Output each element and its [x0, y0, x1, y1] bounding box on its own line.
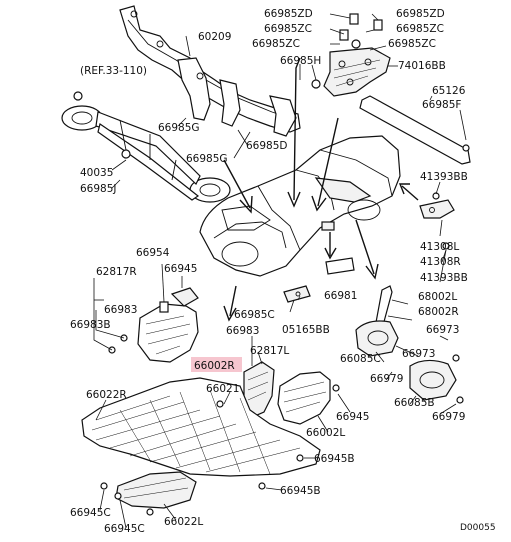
label-66983-1: 66983 [104, 304, 137, 316]
label-68002l: 68002L [418, 291, 457, 303]
label-ref: (REF.33-110) [80, 65, 147, 77]
label-66954: 66954 [136, 247, 170, 259]
label-41308l: 41308L [420, 241, 459, 253]
splash-guard-66002l [277, 371, 331, 425]
label-66983-2: 66983 [226, 325, 259, 337]
shield-66085c [355, 320, 399, 357]
diagram-code: D00055 [460, 523, 496, 533]
label-66985zc-3: 66985ZC [252, 38, 300, 50]
label-66945-2: 66945 [336, 411, 369, 423]
label-66945b-1: 66945B [314, 453, 355, 465]
label-66945-1: 66945 [164, 263, 197, 275]
label-66979-1: 66979 [370, 373, 403, 385]
car-body-illustration [199, 135, 401, 277]
leader-lines [93, 13, 467, 529]
label-66983b: 66983B [70, 319, 111, 331]
fasteners-lower [100, 384, 340, 516]
label-41393bb-1: 41393BB [420, 171, 468, 183]
label-41308r: 41308R [420, 256, 461, 268]
label-74016bb: 74016BB [398, 60, 446, 72]
label-66985d: 66985D [246, 140, 288, 152]
label-66981: 66981 [324, 290, 357, 302]
shield-66085b [409, 354, 464, 404]
label-66985zd: 66985ZD [264, 8, 313, 20]
label-62817r: 62817R [96, 266, 137, 278]
label-66085b: 66085B [394, 397, 435, 409]
label-66022r: 66022R [86, 389, 127, 401]
highlight-66002r [191, 357, 242, 372]
label-66985c: 66985C [234, 309, 275, 321]
label-66979-2: 66979 [432, 411, 465, 423]
label-66945b-2: 66945B [280, 485, 321, 497]
bar-65126 [359, 95, 471, 165]
block-66981 [325, 257, 355, 275]
label-66085c: 66085C [340, 353, 381, 365]
label-66973-1: 66973 [426, 324, 459, 336]
panel-66022l [115, 471, 197, 509]
splash-guard-66002r [108, 301, 199, 363]
label-66985zc-1: 66985ZC [264, 23, 312, 35]
label-41393bb-2: 41393BB [420, 272, 468, 284]
label-66002l: 66002L [306, 427, 345, 439]
label-68002r: 68002R [418, 306, 459, 318]
label-60209: 60209 [198, 31, 231, 43]
label-66985zc-2: 66985ZC [396, 23, 444, 35]
label-40035: 40035 [80, 167, 113, 179]
label-65126: 65126 [432, 85, 466, 97]
label-66021: 66021 [206, 383, 239, 395]
label-66985h: 66985H [280, 55, 321, 67]
label-05165bb: 05165BB [282, 324, 330, 336]
cover-62817r [170, 287, 199, 307]
label-66985g-1: 66985G [158, 122, 200, 134]
label-66985zd-right: 66985ZD [396, 8, 445, 20]
bracket-05165bb [283, 285, 311, 303]
bracket-74016bb [323, 47, 391, 97]
part-labels: 66985ZD 66985ZD 66985ZC 66985ZC 66985ZC … [70, 8, 496, 535]
undercover-66021 [81, 377, 321, 477]
label-66985j: 66985J [80, 183, 117, 195]
bracket-41308 [419, 192, 455, 250]
label-66945c-1: 66945C [70, 507, 111, 519]
cowl-crossmember-60209 [119, 5, 301, 137]
label-66985g-2: 66985G [186, 153, 228, 165]
strut-brace-40035 [61, 91, 231, 203]
label-66985f: 66985F [422, 99, 461, 111]
label-62817l: 62817L [250, 345, 289, 357]
label-66945c-2: 66945C [104, 523, 145, 535]
label-66985zc-4: 66985ZC [388, 38, 436, 50]
assembly-arrows [223, 57, 419, 322]
label-66973-2: 66973 [402, 348, 435, 360]
label-66002r: 66002R [194, 360, 235, 372]
label-66022l: 66022L [164, 516, 203, 528]
